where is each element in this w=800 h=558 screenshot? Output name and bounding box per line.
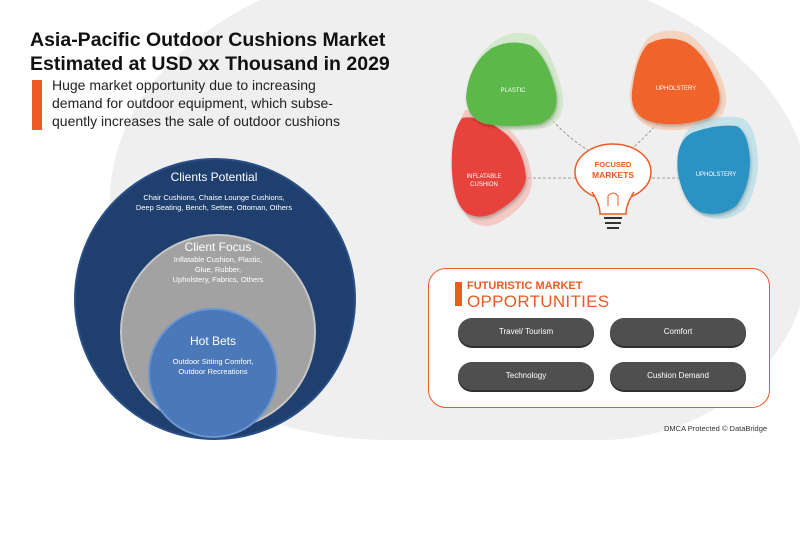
- outer-circle-heading: Clients Potential: [170, 170, 258, 184]
- title-line-1: Asia-Pacific Outdoor Cushions Market: [30, 29, 386, 51]
- petal-upholstery-blue: [677, 125, 750, 214]
- petal-label: UPHOLSTERY: [696, 172, 737, 178]
- focused-label-line-1: FOCUSED: [595, 160, 632, 169]
- petal-inflatable-cushion: [451, 117, 526, 217]
- outer-circle-line-2: Deep Seating, Bench, Settee, Ottoman, Ot…: [135, 203, 293, 212]
- outer-circle-line-1: Chair Cushions, Chaise Lounge Cushions,: [143, 193, 285, 202]
- lightbulb-icon: [574, 143, 652, 229]
- middle-circle-line-3: Upholstery, Fabrics, Others: [172, 275, 264, 284]
- focused-label-line-2: MARKETS: [592, 170, 634, 180]
- petal-plastic: [466, 42, 557, 126]
- subtitle-line-3: quently increases the sale of outdoor cu…: [52, 113, 340, 129]
- petal-label: PLASTIC: [500, 88, 526, 94]
- subtitle-line-1: Huge market opportunity due to increasin…: [52, 77, 316, 93]
- opportunity-pill: Travel/ Tourism: [458, 318, 594, 346]
- opportunities-title-line-1: FUTURISTIC MARKET: [467, 280, 583, 292]
- opportunities-accent-bar: [455, 282, 462, 306]
- title-line-2: Estimated at USD xx Thousand in 2029: [30, 53, 390, 75]
- subtitle-line-2: demand for outdoor equipment, which subs…: [52, 95, 333, 111]
- outer-circle-text: Clients Potential Chair Cushions, Chaise…: [84, 170, 344, 213]
- inner-circle-heading: Hot Bets: [189, 334, 237, 348]
- middle-circle-line-2: Glue, Rubber,: [194, 265, 242, 274]
- opportunity-pill: Cushion Demand: [610, 362, 746, 390]
- subtitle-block: Huge market opportunity due to increasin…: [32, 76, 422, 130]
- petal-label: UPHOLSTERY: [656, 86, 697, 92]
- client-circles: Clients Potential Chair Cushions, Chaise…: [64, 148, 364, 440]
- subtitle: Huge market opportunity due to increasin…: [52, 76, 422, 130]
- petal-label: CUSHION: [470, 182, 498, 188]
- page-title: Asia-Pacific Outdoor Cushions Market Est…: [30, 28, 450, 76]
- inner-circle-line-2: Outdoor Recreations: [178, 367, 248, 376]
- opportunities-title-line-2: OPPORTUNITIES: [467, 292, 610, 311]
- middle-circle-text: Client Focus Inflatable Cushion, Plastic…: [130, 240, 306, 285]
- middle-circle-line-1: Inflatable Cushion, Plastic,: [173, 255, 263, 264]
- accent-bar: [32, 80, 42, 130]
- inner-circle-text: Hot Bets Outdoor Sitting Comfort, Outdoo…: [150, 334, 276, 377]
- opportunity-pill: Comfort: [610, 318, 746, 346]
- dmca-notice: DMCA Protected © DataBridge: [664, 424, 768, 433]
- petal-label: INFLATABLE: [466, 174, 501, 180]
- inner-circle-line-1: Outdoor Sitting Comfort,: [172, 357, 254, 366]
- middle-circle-heading: Client Focus: [184, 240, 252, 254]
- petal-upholstery-orange: [631, 38, 720, 125]
- opportunity-pill: Technology: [458, 362, 594, 390]
- circle-hot-bets: [148, 308, 278, 438]
